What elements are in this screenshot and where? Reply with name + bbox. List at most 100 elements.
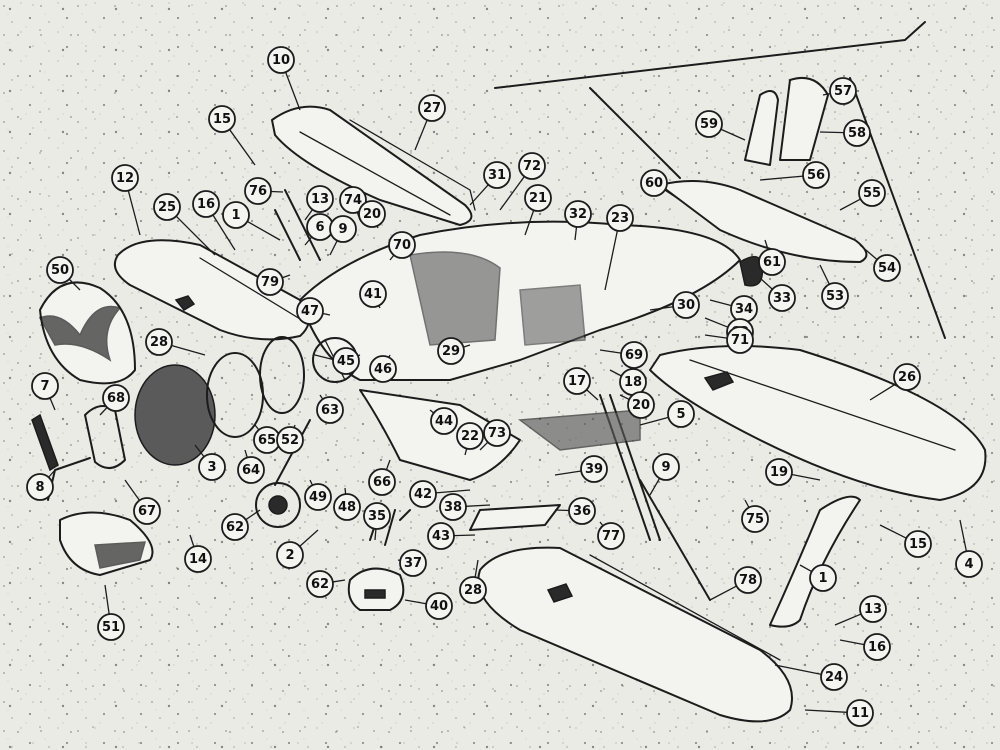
callout-leader-line bbox=[127, 190, 141, 236]
callout-number: 65 bbox=[258, 433, 276, 448]
callout-leader-line bbox=[649, 477, 661, 496]
callout-number: 28 bbox=[150, 335, 168, 350]
callout-circle bbox=[859, 595, 887, 623]
interplane-struts bbox=[274, 189, 861, 628]
callout-number: 72 bbox=[523, 159, 541, 174]
part-callout-29: 29 bbox=[437, 337, 471, 365]
part-callout-66: 66 bbox=[368, 459, 396, 496]
callout-circle bbox=[427, 522, 455, 550]
callout-circle bbox=[358, 200, 386, 228]
part-callout-57: 57 bbox=[822, 77, 857, 105]
part-callout-47: 47 bbox=[296, 297, 331, 325]
callout-number: 12 bbox=[116, 171, 134, 186]
part-callout-39: 39 bbox=[554, 455, 608, 483]
callout-number: 71 bbox=[731, 333, 749, 348]
callout-circle bbox=[667, 400, 695, 428]
callout-leader-line bbox=[246, 220, 281, 241]
callout-leader-line bbox=[49, 397, 56, 411]
callout-number: 77 bbox=[602, 529, 620, 544]
callout-circle bbox=[863, 633, 891, 661]
callout-number: 34 bbox=[735, 302, 753, 317]
callout-circle bbox=[388, 231, 416, 259]
callout-number: 5 bbox=[676, 407, 685, 422]
callout-circle bbox=[768, 284, 796, 312]
part-callout-5: 5 bbox=[639, 400, 695, 428]
part-callout-75: 75 bbox=[741, 499, 769, 533]
callout-circle bbox=[339, 186, 367, 214]
callout-leader-line bbox=[819, 264, 830, 285]
callout-circle bbox=[276, 426, 304, 454]
callout-leader-line bbox=[524, 210, 535, 236]
callout-leader-line bbox=[474, 559, 479, 578]
callout-number: 20 bbox=[632, 398, 650, 413]
callout-circle bbox=[802, 161, 830, 189]
fuselage bbox=[299, 220, 741, 383]
callout-circle bbox=[369, 355, 397, 383]
part-callout-59: 59 bbox=[695, 110, 746, 141]
callout-leader-line bbox=[649, 306, 674, 311]
part-callout-16: 16 bbox=[839, 633, 891, 661]
part-callout-36: 36 bbox=[554, 497, 596, 525]
part-callout-32: 32 bbox=[564, 200, 592, 241]
radial-engine bbox=[134, 336, 305, 466]
part-callout-65: 65 bbox=[253, 424, 281, 454]
callout-number: 63 bbox=[321, 403, 339, 418]
part-callout-38: 38 bbox=[439, 493, 491, 521]
callout-leader-line bbox=[469, 184, 489, 206]
callout-leader-line bbox=[245, 509, 261, 521]
callout-leader-line bbox=[389, 254, 395, 261]
callout-leader-line bbox=[599, 349, 622, 354]
part-callout-27: 27 bbox=[414, 94, 446, 151]
callout-leader-line bbox=[244, 449, 248, 458]
callout-circle bbox=[306, 185, 334, 213]
part-callout-61: 61 bbox=[758, 239, 786, 276]
callout-leader-line bbox=[764, 239, 769, 250]
callout-number: 59 bbox=[700, 117, 718, 132]
part-callout-62: 62 bbox=[306, 570, 346, 598]
callout-circle bbox=[858, 179, 886, 207]
callout-number: 24 bbox=[825, 670, 843, 685]
callout-number: 61 bbox=[763, 255, 781, 270]
callout-leader-line bbox=[554, 470, 582, 476]
part-callout-42: 42 bbox=[409, 480, 471, 508]
callout-leader-line bbox=[309, 479, 314, 486]
callout-leader-line bbox=[774, 664, 822, 676]
callout-leader-line bbox=[759, 175, 804, 181]
part-callout-58: 58 bbox=[819, 119, 871, 147]
part-callout-35: 35 bbox=[363, 502, 391, 541]
callout-number: 62 bbox=[311, 577, 329, 592]
callout-circle bbox=[256, 268, 284, 296]
callout-number: 18 bbox=[624, 375, 642, 390]
part-callout-46: 46 bbox=[369, 354, 397, 383]
part-callout-34: 34 bbox=[709, 295, 758, 323]
callout-leader-line bbox=[124, 479, 141, 501]
callout-leader-line bbox=[453, 534, 476, 537]
part-callout-15: 15 bbox=[208, 105, 256, 166]
callout-leader-line bbox=[435, 489, 471, 494]
part-callout-50: 50 bbox=[46, 256, 81, 291]
callout-leader-line bbox=[839, 639, 865, 646]
callout-number: 26 bbox=[898, 370, 916, 385]
callout-leader-line bbox=[299, 529, 319, 547]
part-callout-52: 52 bbox=[276, 424, 304, 454]
callout-circle bbox=[820, 663, 848, 691]
callout-circle bbox=[31, 372, 59, 400]
part-callout-48: 48 bbox=[333, 487, 361, 521]
callout-leader-line bbox=[499, 176, 525, 211]
part-callout-7: 7 bbox=[31, 372, 59, 411]
callout-number: 33 bbox=[773, 291, 791, 306]
callout-leader-line bbox=[879, 524, 907, 539]
callout-circle bbox=[765, 458, 793, 486]
callout-number: 58 bbox=[848, 126, 866, 141]
callout-number: 20 bbox=[363, 207, 381, 222]
nose-fairing bbox=[59, 511, 154, 576]
callout-leader-line bbox=[463, 344, 471, 348]
callout-circle bbox=[145, 328, 173, 356]
callout-leader-line bbox=[404, 599, 427, 605]
callout-circle bbox=[652, 453, 680, 481]
callout-leader-line bbox=[604, 230, 618, 291]
callout-circle bbox=[359, 280, 387, 308]
part-callout-78: 78 bbox=[709, 566, 762, 601]
callout-number: 3 bbox=[207, 460, 216, 475]
